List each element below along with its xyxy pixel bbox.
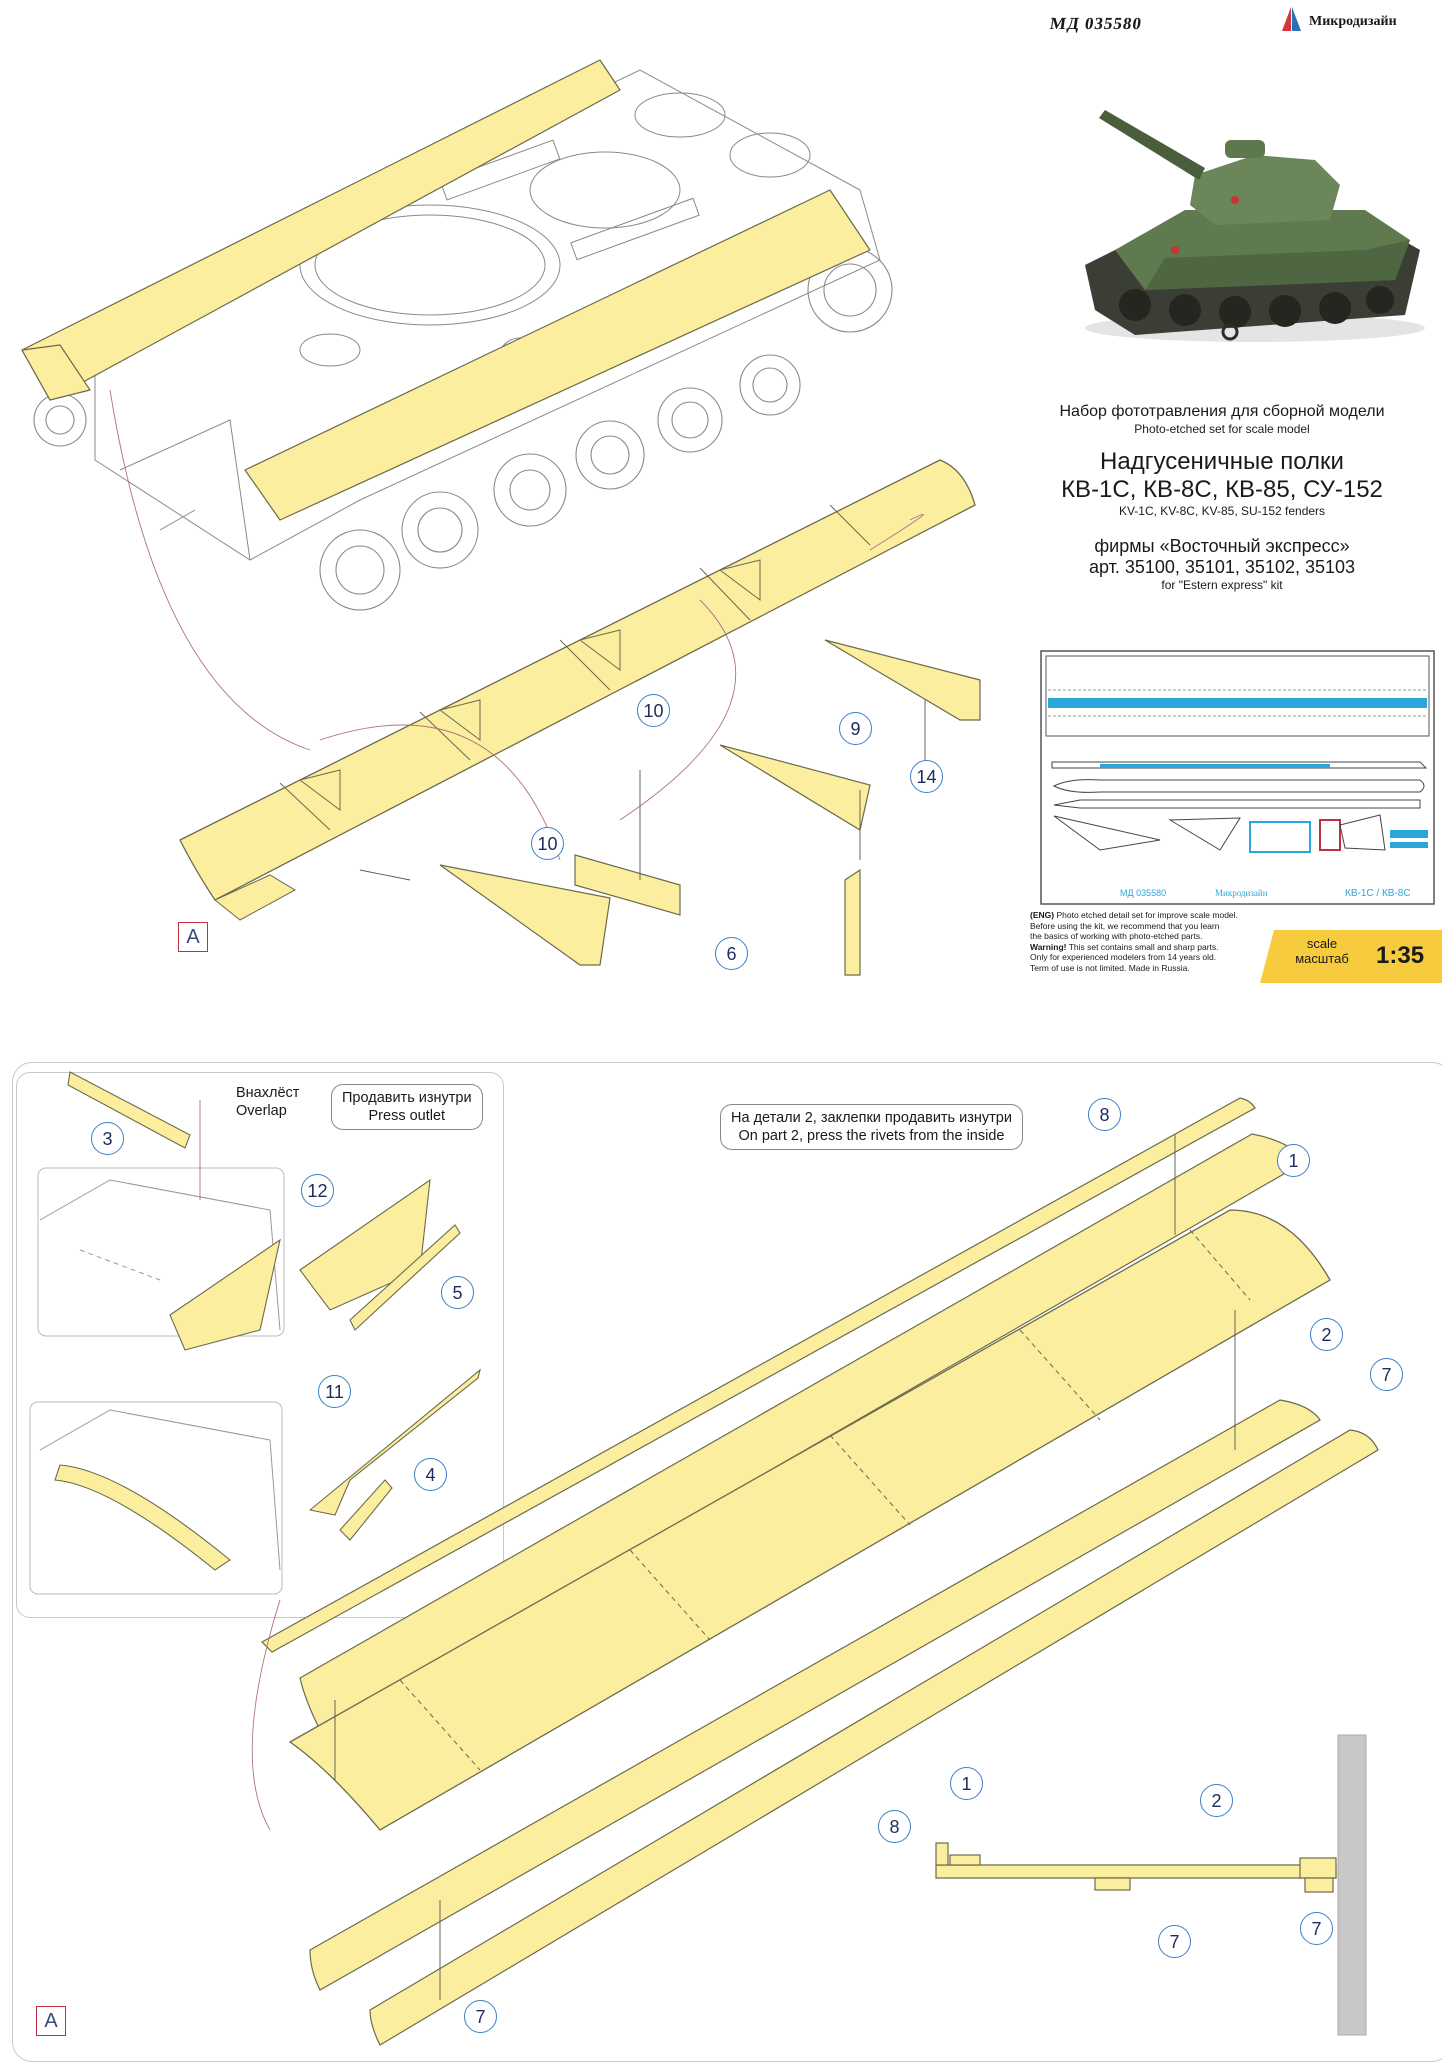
english-note: (ENG) Photo etched detail set for improv… (1030, 910, 1260, 973)
part-3 (67, 1071, 191, 1149)
callout-10-bottom: 10 (531, 827, 564, 860)
fret-drawing: МД 035580 Микродизайн КВ-1С / КВ-8С (1040, 650, 1435, 905)
eng-line4: This set contains small and sharp parts. (1068, 941, 1219, 952)
sail-logo-icon (1282, 7, 1301, 31)
top-assembly-drawing (21, 59, 981, 976)
callout-8: 8 (1088, 1098, 1121, 1131)
scale-badge: scale масштаб 1:35 (1260, 930, 1442, 983)
eng-tag: (ENG) (1030, 910, 1055, 920)
scale-label-ru: масштаб (1295, 951, 1349, 966)
part-5 (349, 1224, 461, 1331)
part-6-leg (844, 868, 861, 976)
callout-10-top: 10 (637, 694, 670, 727)
kit-ru-1: фирмы «Восточный экспресс» (1094, 536, 1350, 556)
part-4 (339, 1479, 393, 1541)
eng-line6: Term of use is not limited. Made in Russ… (1030, 962, 1190, 973)
kit-en: for "Estern express" kit (1161, 578, 1283, 592)
eng-line1: Photo etched detail set for improve scal… (1056, 910, 1238, 920)
kit-ru-2: арт. 35100, 35101, 35102, 35103 (1088, 557, 1356, 577)
callout-2-section: 2 (1200, 1784, 1233, 1817)
callout-7-lower: 7 (464, 2000, 497, 2033)
panel-2 (288, 1209, 1331, 1831)
callout-7-section-left: 7 (1158, 1925, 1191, 1958)
rail-7-lower (369, 1429, 1379, 2046)
callout-7-section-right: 7 (1300, 1912, 1333, 1945)
rivets-note: На детали 2, заклепки продавить изнутри … (720, 1104, 1023, 1150)
eng-line3: the basics of working with photo-etched … (1030, 931, 1203, 941)
rail-7-upper (309, 1399, 1321, 1991)
brand-logo: Микродизайн (1278, 6, 1397, 32)
title-ru-1: Надгусеничные полки (1100, 448, 1344, 475)
callout-4: 4 (414, 1458, 447, 1491)
fender-assembly (179, 459, 976, 921)
tank-photo (1075, 100, 1430, 350)
cross-section (935, 1734, 1367, 2036)
press-ru: Продавить изнутри (342, 1090, 472, 1106)
view-a-label-top: A (178, 922, 208, 952)
press-note: Продавить изнутри Press outlet (331, 1084, 483, 1130)
subtitle-en: Photo-etched set for scale model (1134, 422, 1310, 436)
callout-1-section: 1 (950, 1767, 983, 1800)
callout-3: 3 (91, 1122, 124, 1155)
callout-14: 14 (910, 760, 943, 793)
rivets-ru: На детали 2, заклепки продавить изнутри (731, 1110, 1012, 1126)
subtitle-ru: Набор фототравления для сборной модели (1059, 403, 1385, 420)
scale-value: 1:35 (1376, 942, 1425, 969)
brand-name: Микродизайн (1309, 14, 1397, 29)
part-6 (574, 854, 681, 916)
detail-subpanel (16, 1072, 504, 1618)
overlap-en: Overlap (236, 1103, 287, 1119)
callout-8-section: 8 (878, 1810, 911, 1843)
eng-line5: Only for experienced modelers from 14 ye… (1030, 952, 1217, 962)
scale-badge-shape (1260, 930, 1442, 983)
scale-label-en: scale (1306, 936, 1338, 951)
part-10-lower (439, 864, 611, 966)
callout-2: 2 (1310, 1318, 1343, 1351)
part-14 (824, 639, 981, 721)
product-info: Набор фототравления для сборной модели P… (1010, 402, 1434, 592)
title-ru-2: КВ-1С, КВ-8С, КВ-85, СУ-152 (1061, 476, 1383, 503)
callout-1: 1 (1277, 1144, 1310, 1177)
overlap-ru: Внахлёст (236, 1085, 300, 1101)
callout-6: 6 (715, 937, 748, 970)
callout-12: 12 (301, 1174, 334, 1207)
callout-5: 5 (441, 1276, 474, 1309)
eng-line2: Before using the kit, we recommend that … (1030, 920, 1220, 931)
rail-8 (261, 1097, 1256, 1653)
callout-7-upper: 7 (1370, 1358, 1403, 1391)
eng-warning: Warning! (1030, 941, 1067, 952)
fret-label: КВ-1С / КВ-8С (1345, 888, 1411, 899)
rail-1 (299, 1133, 1310, 1731)
fret-brand: Микродизайн (1215, 888, 1268, 898)
overlap-note: Внахлёст Overlap (236, 1084, 299, 1120)
view-a-label-bottom: A (36, 2006, 66, 2036)
fret-code: МД 035580 (1120, 888, 1166, 898)
part-11 (308, 1368, 481, 1516)
title-en: KV-1C, KV-8C, KV-85, SU-152 fenders (1118, 504, 1326, 518)
callout-11: 11 (318, 1375, 351, 1408)
part-9 (719, 744, 871, 831)
rivets-en: On part 2, press the rivets from the ins… (738, 1128, 1005, 1144)
callout-9: 9 (839, 712, 872, 745)
press-en: Press outlet (368, 1108, 446, 1124)
